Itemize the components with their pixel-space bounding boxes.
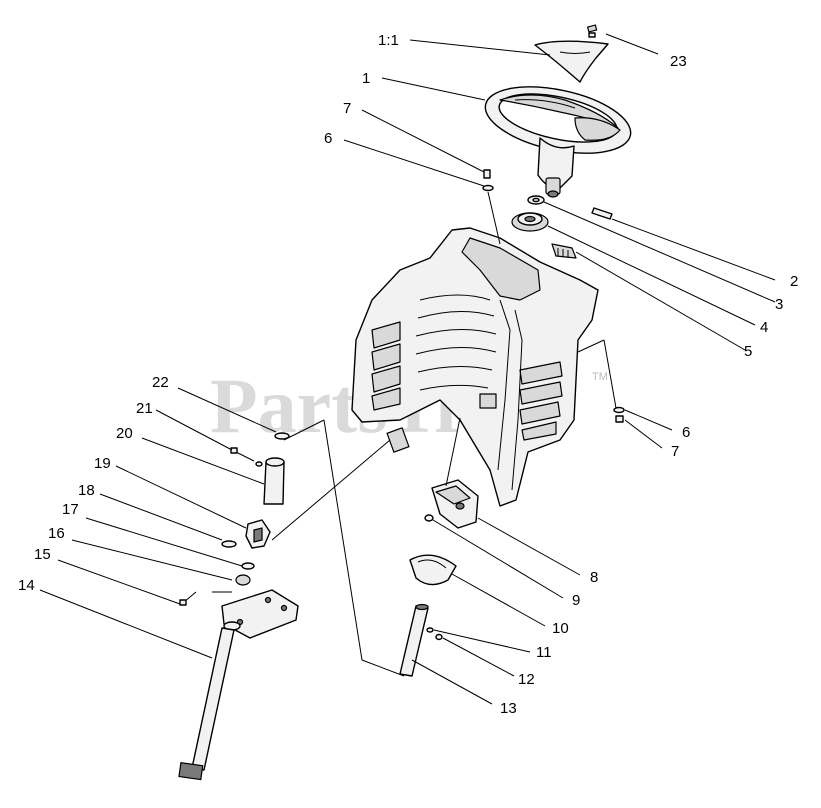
callout-1: 1 — [362, 70, 370, 87]
callout-23: 23 — [670, 53, 687, 70]
callout-17: 17 — [62, 501, 79, 518]
callout-15: 15 — [34, 546, 51, 563]
callout-1-1: 1:1 — [378, 32, 399, 49]
callout-11: 11 — [536, 644, 552, 661]
callout-16: 16 — [48, 525, 65, 542]
callout-4: 4 — [760, 319, 768, 336]
callout-6-right: 6 — [682, 424, 690, 441]
callout-21: 21 — [136, 400, 153, 417]
screw-right-part — [577, 339, 625, 423]
dash-console-part — [351, 227, 599, 507]
bushing-part — [511, 212, 549, 232]
callout-20: 20 — [116, 425, 133, 442]
callout-8: 8 — [590, 569, 598, 586]
callout-3: 3 — [775, 296, 783, 313]
callout-2: 2 — [790, 273, 798, 290]
callout-9: 9 — [572, 592, 580, 609]
steering-wheel-part — [484, 86, 632, 198]
callout-18: 18 — [78, 482, 95, 499]
nut-washer-part — [426, 627, 443, 641]
leader-lines — [39, 33, 776, 705]
callout-10: 10 — [552, 620, 569, 637]
wheel-cap-part — [534, 40, 609, 83]
callout-14: 14 — [18, 577, 35, 594]
mount-bracket-part — [431, 417, 479, 529]
left-column-assembly — [178, 419, 405, 781]
washer-part — [527, 195, 545, 205]
callout-7-right: 7 — [671, 443, 679, 460]
clip-part — [587, 24, 598, 38]
bracket-bolt-part — [424, 514, 434, 522]
callout-22: 22 — [152, 374, 169, 391]
roll-pin-part — [591, 207, 613, 220]
callout-7-top: 7 — [343, 100, 351, 117]
callout-12: 12 — [518, 671, 535, 688]
screw-top-part — [482, 169, 501, 245]
callout-19: 19 — [94, 455, 111, 472]
column-cover-part — [409, 554, 457, 586]
callout-labels: 1:1 1 23 7 6 2 3 4 5 6 7 8 9 10 11 12 13… — [18, 32, 798, 717]
lower-shaft-part — [399, 603, 429, 677]
watermark-trademark: TM — [592, 371, 608, 383]
callout-6-top: 6 — [324, 130, 332, 147]
callout-5: 5 — [744, 343, 752, 360]
bracket-part — [551, 243, 577, 259]
callout-13: 13 — [500, 700, 517, 717]
